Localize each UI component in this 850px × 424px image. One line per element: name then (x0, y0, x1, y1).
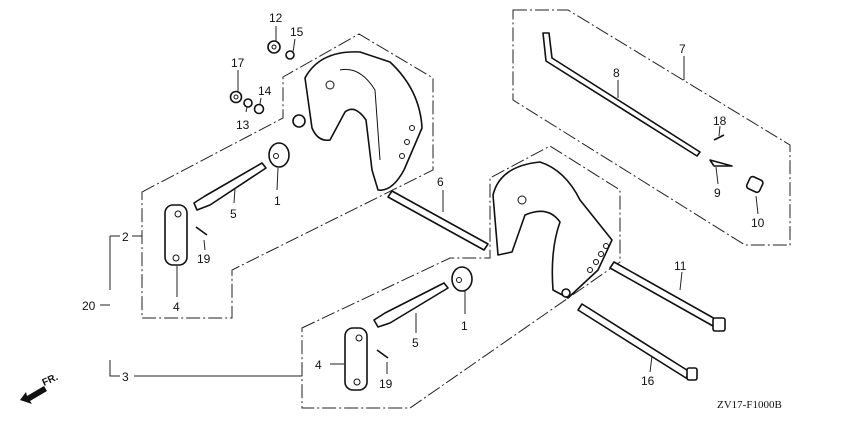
washer-15[interactable] (285, 50, 295, 60)
leader-lines (100, 26, 759, 377)
callout-17: 17 (231, 56, 245, 70)
callout-5-lower: 5 (412, 336, 419, 350)
callout-6: 6 (437, 175, 444, 189)
pin-19-lower[interactable] (376, 349, 389, 359)
callout-13: 13 (236, 118, 250, 132)
assembly-7-outline (512, 9, 791, 246)
callout-2: 2 (122, 230, 129, 244)
bolt-11[interactable] (609, 261, 726, 332)
nut-17[interactable] (229, 90, 243, 104)
pin-18[interactable] (713, 134, 725, 141)
callout-18: 18 (713, 114, 727, 128)
callout-11: 11 (674, 259, 687, 273)
clamp-pad-1-lower[interactable] (451, 266, 473, 292)
callout-1-upper: 1 (274, 194, 281, 208)
callout-16: 16 (641, 374, 655, 388)
diagram-code: ZV17-F1000B (717, 399, 782, 411)
clamp-screw-5-lower[interactable] (373, 282, 449, 328)
washer-13[interactable] (243, 98, 253, 108)
callout-4-upper: 4 (173, 300, 180, 314)
callout-1-lower: 1 (461, 319, 468, 333)
callout-19-lower: 19 (379, 377, 393, 391)
front-direction-label: FR. (41, 372, 60, 389)
callout-15: 15 (290, 25, 304, 39)
callout-12: 12 (269, 11, 283, 25)
pin-19-upper[interactable] (195, 226, 208, 236)
callout-3: 3 (122, 370, 129, 384)
callout-9: 9 (714, 186, 721, 200)
callout-5-upper: 5 (230, 207, 237, 221)
callout-8: 8 (613, 66, 620, 80)
callout-10: 10 (751, 216, 765, 230)
nut-12[interactable] (267, 40, 281, 54)
handle-4-upper[interactable] (164, 204, 188, 266)
assembly-2-outline (141, 33, 434, 319)
callout-14: 14 (258, 84, 272, 98)
handle-4-lower[interactable] (344, 327, 368, 391)
callout-20: 20 (82, 299, 96, 313)
clamp-screw-5-upper[interactable] (193, 162, 267, 211)
callout-4-lower: 4 (315, 358, 322, 372)
clamp-pad-1-upper[interactable] (268, 142, 290, 168)
washer-14[interactable] (253, 103, 265, 115)
callout-7: 7 (679, 42, 686, 56)
assembly-3-outline (301, 145, 621, 409)
clamp-bracket-left[interactable] (292, 51, 423, 191)
tilt-tube-6[interactable] (387, 190, 489, 251)
front-direction-arrow-icon (20, 386, 47, 404)
clip-9[interactable] (709, 159, 733, 167)
spring-10[interactable] (745, 175, 764, 194)
callout-19-upper: 19 (197, 252, 211, 266)
tilt-rod-8[interactable] (542, 32, 701, 157)
clamp-bracket-right[interactable] (492, 161, 613, 299)
bolt-16[interactable] (577, 303, 698, 381)
